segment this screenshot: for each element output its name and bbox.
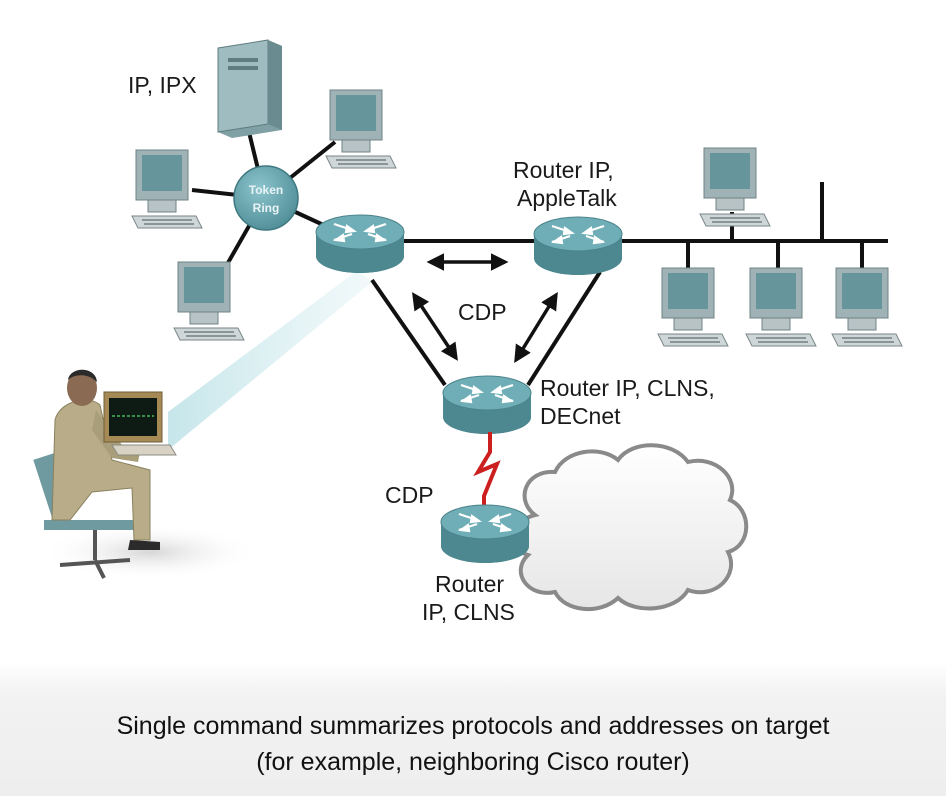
router-top-right: [532, 215, 624, 277]
ethernet-bus: [615, 182, 888, 268]
label-router-bottom-2: IP, CLNS: [422, 599, 515, 625]
pc-ethernet-top: [699, 147, 771, 227]
caption-line-1: Single command summarizes protocols and …: [117, 712, 830, 740]
label-router-middle-2: DECnet: [540, 403, 621, 429]
router-left: [314, 213, 406, 275]
label-router-middle-1: Router IP, CLNS,: [540, 375, 715, 401]
caption-band: [0, 662, 946, 796]
pc-ethernet-3: [831, 267, 903, 347]
token-ring-hub: Token Ring: [233, 165, 299, 231]
label-router-top-right-2: AppleTalk: [517, 185, 617, 211]
serial-link: [473, 432, 501, 505]
token-ring-label-2: Ring: [253, 201, 280, 215]
router-middle: [441, 374, 533, 436]
label-router-top-right-1: Router IP,: [513, 157, 614, 183]
pc-ring-left: [131, 149, 203, 229]
pc-ring-bottom: [173, 261, 245, 341]
caption-line-2: (for example, neighboring Cisco router): [256, 748, 690, 776]
operator: [33, 369, 260, 580]
label-cdp-bottom: CDP: [385, 482, 434, 508]
pc-ring-top-right: [325, 89, 397, 169]
cdp-arrows: [412, 253, 558, 363]
label-cdp-center: CDP: [458, 299, 507, 325]
pc-ethernet-2: [745, 267, 817, 347]
label-server-protocols: IP, IPX: [128, 72, 197, 98]
label-router-bottom-1: Router: [435, 571, 504, 597]
router-links: [370, 239, 602, 387]
token-ring-label-1: Token: [249, 183, 283, 197]
console-beam: [168, 270, 372, 450]
server: [217, 39, 282, 138]
router-bottom: [439, 503, 531, 565]
pc-ethernet-1: [657, 267, 729, 347]
cloud: [511, 443, 749, 611]
